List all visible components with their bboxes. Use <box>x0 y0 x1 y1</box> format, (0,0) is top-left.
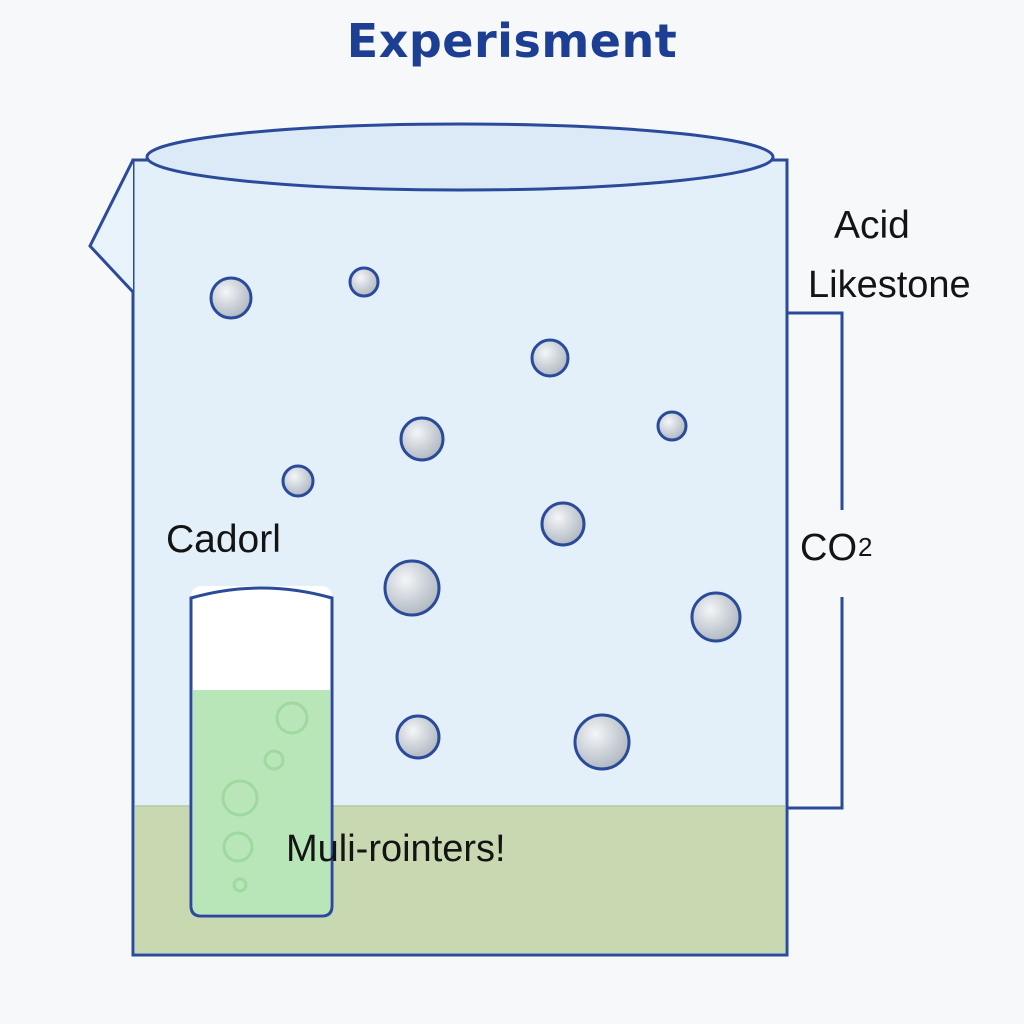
beaker-spout <box>88 159 135 294</box>
tube-bubble <box>232 877 248 893</box>
beaker-rim <box>145 122 775 192</box>
co2-label-main: CO <box>800 527 857 569</box>
co2-label-subscript: 2 <box>858 532 873 562</box>
tube-bubble <box>275 701 309 735</box>
diagram-title: Experisment <box>346 14 678 68</box>
acid-label: Acid <box>834 204 910 247</box>
gas-bubble <box>690 591 742 643</box>
gas-bubble <box>540 501 586 547</box>
test-tube-label: Cadorl <box>166 518 281 561</box>
co2-label: CO2 <box>800 527 872 570</box>
tube-bubble <box>221 779 259 817</box>
tube-bubble <box>222 831 254 863</box>
gas-bubble <box>383 559 441 617</box>
co2-bracket-top <box>787 311 844 510</box>
bottom-layer-label: Muli-rointers! <box>286 828 506 870</box>
tube-bubble <box>263 749 285 771</box>
gas-bubbles <box>209 266 742 771</box>
gas-bubble <box>209 276 253 320</box>
gas-bubble <box>573 713 631 771</box>
tube-liquid <box>193 690 330 914</box>
limestone-label: Likestone <box>808 264 971 306</box>
gas-bubble <box>348 266 380 298</box>
test-tube <box>189 586 334 918</box>
gas-bubble <box>281 464 315 498</box>
gas-bubble <box>399 416 445 462</box>
co2-bracket-bottom <box>787 597 844 810</box>
gas-bubble <box>656 410 688 442</box>
gas-bubble <box>395 714 441 760</box>
gas-bubble <box>530 338 570 378</box>
